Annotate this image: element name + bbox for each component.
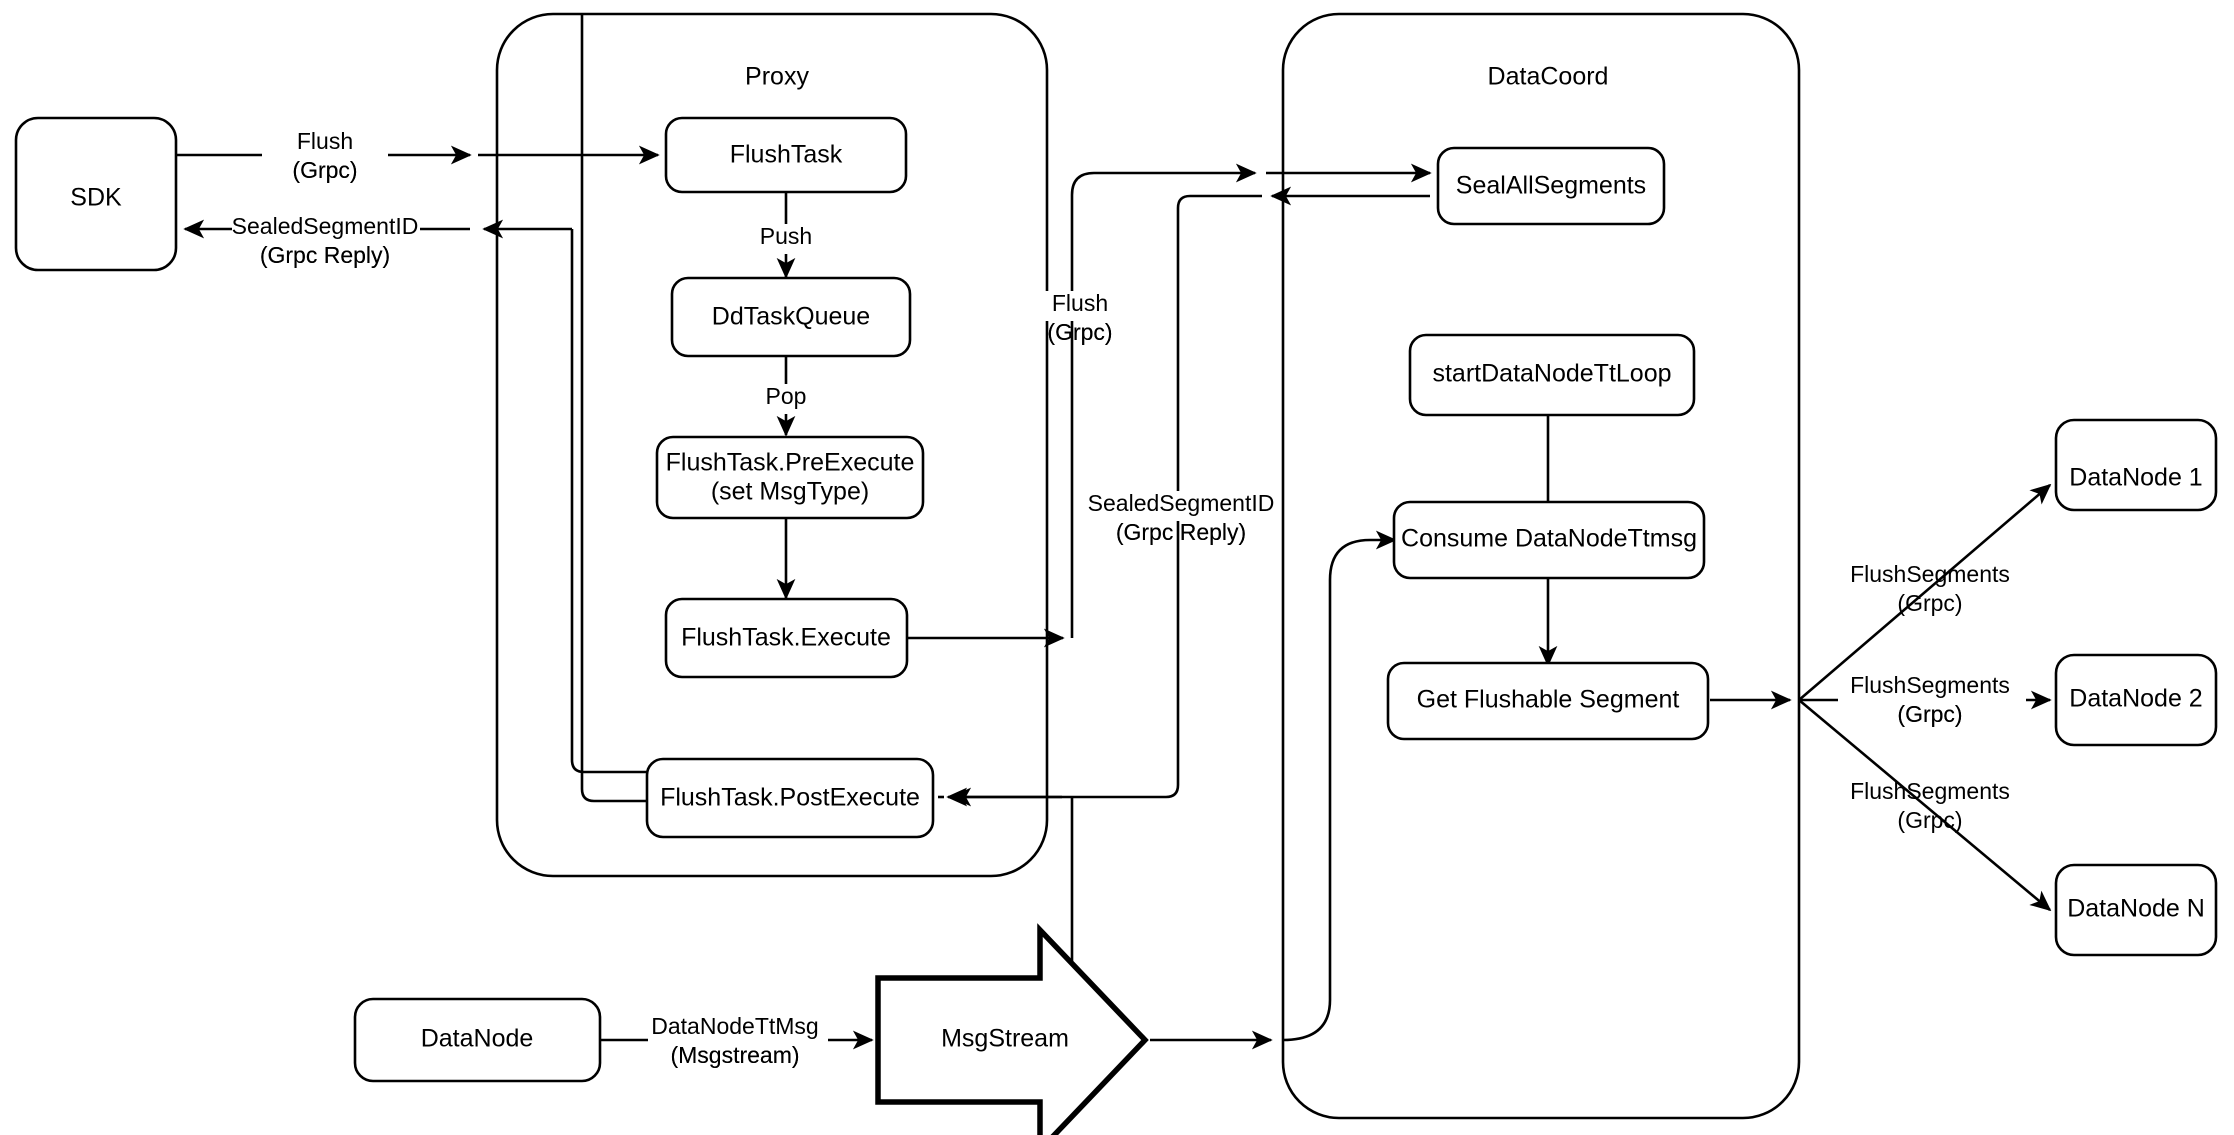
edge-flush-grpc-riser — [1070, 163, 1257, 638]
consumedatanodettmsg-label: Consume DataNodeTtmsg — [1401, 525, 1697, 553]
ov-flush-mid-line1: Flush — [1052, 290, 1108, 316]
execute-label: FlushTask.Execute — [681, 624, 891, 652]
group-datacoord: DataCoord — [1281, 12, 1801, 1120]
startdatanodettloop-label: startDataNodeTtLoop — [1432, 360, 1671, 388]
flushseg2-line2: (Grpc) — [1897, 701, 1962, 727]
node-datanode2[interactable]: DataNode 2 — [2054, 653, 2218, 747]
ddtaskqueue-label: DdTaskQueue — [712, 303, 870, 331]
datanode1-label: DataNode 1 — [2069, 464, 2202, 492]
postexecute-label: FlushTask.PostExecute — [660, 784, 920, 812]
ov-flush-mid-line2: (Grpc) — [1047, 319, 1112, 345]
postexecute-box[interactable] — [645, 757, 935, 839]
getflushablesegment-label: Get Flushable Segment — [1417, 686, 1680, 714]
edge-reply-from-postexecute — [570, 229, 648, 774]
sdk-label: SDK — [70, 184, 122, 212]
ov-sealed-reply-line1: SealedSegmentID — [232, 213, 419, 239]
backing-4 — [748, 384, 824, 414]
flushsegN-line1: FlushSegments — [1850, 778, 2010, 804]
ov-flushseg2-line2: (Grpc) — [1897, 701, 1962, 727]
flushseg1-line1: FlushSegments — [1850, 561, 2010, 587]
datanoden-box[interactable] — [2054, 863, 2218, 957]
edge-fanout-datanodeN — [1798, 699, 2052, 912]
label-backings — [232, 129, 2026, 1044]
sealallsegments-label: SealAllSegments — [1456, 172, 1646, 200]
label-overlay: Flush (Grpc) SealedSegmentID (Grpc Reply… — [232, 128, 2010, 1068]
node-msgstream[interactable]: MsgStream — [875, 923, 1149, 1135]
backing-7 — [1838, 673, 2026, 703]
backing-8 — [648, 1014, 828, 1044]
ov-label-pop: Pop — [766, 383, 807, 409]
label-flushsegments-1: FlushSegments (Grpc) — [1850, 561, 2010, 616]
datanode2-box[interactable] — [2054, 653, 2218, 747]
msgstream-shape[interactable] — [875, 923, 1149, 1135]
ov-sealed-mid-line2: (Grpc Reply) — [1116, 519, 1246, 545]
execute-box[interactable] — [664, 597, 909, 679]
node-datanodeN[interactable]: DataNode N — [2054, 863, 2218, 957]
startdatanodettloop-box[interactable] — [1408, 333, 1696, 417]
edge-fanout-datanode1 — [1798, 483, 2052, 701]
ov-sealed-reply-line2: (Grpc Reply) — [260, 242, 390, 268]
getflushablesegment-box[interactable] — [1386, 661, 1710, 741]
ov-flush-grpc-line2: (Grpc) — [292, 157, 357, 183]
datacoord-container — [1281, 12, 1801, 1120]
sdk-box[interactable] — [14, 116, 178, 272]
node-datanode1[interactable]: DataNode 1 — [2054, 418, 2218, 512]
ov-ttmsg-line2: (Msgstream) — [670, 1042, 799, 1068]
node-datanode-source[interactable]: DataNode — [353, 997, 602, 1083]
datanode2-label: DataNode 2 — [2069, 685, 2202, 713]
preexecute-label-line1: FlushTask.PreExecute — [666, 449, 915, 477]
node-getflushablesegment[interactable]: Get Flushable Segment — [1386, 661, 1710, 741]
node-preexecute[interactable]: FlushTask.PreExecute (set MsgType) — [655, 435, 925, 520]
flushseg1-line2: (Grpc) — [1897, 590, 1962, 616]
node-execute[interactable]: FlushTask.Execute — [664, 597, 909, 679]
datanoden-label: DataNode N — [2067, 895, 2205, 923]
preexecute-label-line2: (set MsgType) — [711, 478, 869, 506]
node-sdk[interactable]: SDK — [14, 116, 178, 272]
ov-ttmsg-line1: DataNodeTtMsg — [651, 1013, 818, 1039]
flushtask-box[interactable] — [664, 116, 908, 194]
node-flushtask[interactable]: FlushTask — [664, 116, 908, 194]
backing-6 — [1085, 491, 1281, 521]
msgstream-label: MsgStream — [941, 1025, 1069, 1053]
label-flushsegments-n: FlushSegments (Grpc) — [1850, 778, 2010, 833]
datanode-source-box[interactable] — [353, 997, 602, 1083]
flush-grpc-line2: (Grpc) — [292, 157, 357, 183]
group-proxy: Proxy — [495, 12, 1049, 878]
ov-flushseg2-line1: FlushSegments — [1850, 672, 2010, 698]
node-sealallsegments[interactable]: SealAllSegments — [1436, 146, 1666, 226]
edge-ttmsg-riser — [1282, 530, 1397, 1042]
ttmsg-line2: (Msgstream) — [670, 1042, 799, 1068]
sealed-reply-line2: (Grpc Reply) — [260, 242, 390, 268]
node-startdatanodettloop[interactable]: startDataNodeTtLoop — [1408, 333, 1696, 417]
edge-proxy-left-bus — [580, 14, 646, 803]
node-ddtaskqueue[interactable]: DdTaskQueue — [670, 276, 912, 358]
flush-mid-line2: (Grpc) — [1047, 319, 1112, 345]
proxy-title: Proxy — [745, 63, 809, 91]
proxy-container — [495, 12, 1049, 878]
backing-3 — [744, 224, 828, 254]
preexecute-box[interactable] — [655, 435, 925, 520]
flushsegN-line2: (Grpc) — [1897, 807, 1962, 833]
node-consumedatanodettmsg[interactable]: Consume DataNodeTtmsg — [1392, 500, 1706, 580]
datacoord-title: DataCoord — [1488, 63, 1609, 91]
backing-2 — [232, 214, 420, 244]
ddtaskqueue-box[interactable] — [670, 276, 912, 358]
backing-5 — [1036, 291, 1126, 321]
node-postexecute[interactable]: FlushTask.PostExecute — [645, 757, 935, 839]
ov-sealed-mid-line1: SealedSegmentID — [1088, 490, 1275, 516]
datanode-source-label: DataNode — [421, 1025, 534, 1053]
ov-label-push: Push — [760, 223, 812, 249]
consumedatanodettmsg-box[interactable] — [1392, 500, 1706, 580]
sealallsegments-box[interactable] — [1436, 146, 1666, 226]
flushtask-label: FlushTask — [730, 141, 843, 169]
backing-1 — [262, 129, 388, 159]
ov-flush-grpc-line1: Flush — [297, 128, 353, 154]
datanode1-box[interactable] — [2054, 418, 2218, 512]
sealed-mid-line2: (Grpc Reply) — [1116, 519, 1246, 545]
